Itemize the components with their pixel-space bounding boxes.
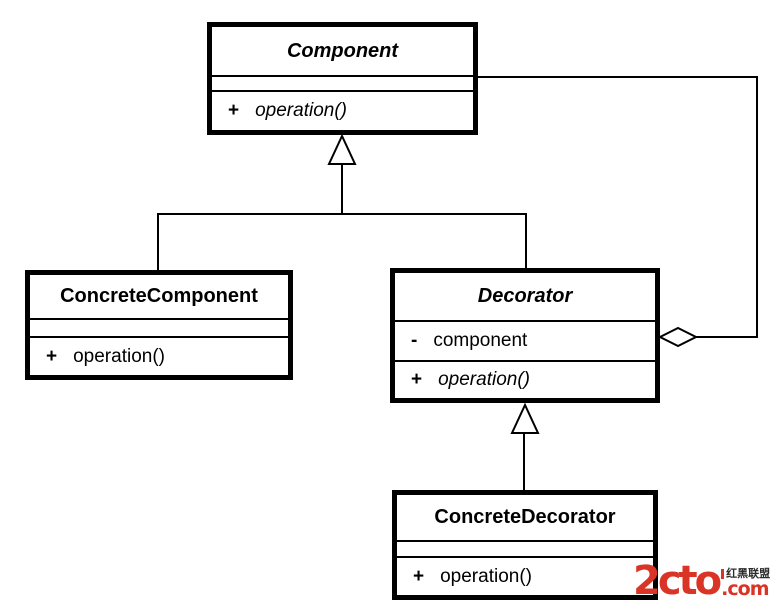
- aggregation-line-bottom: [694, 336, 758, 338]
- watermark: 2cto 红黑联盟 .com: [633, 558, 770, 604]
- visibility-marker: +: [413, 565, 425, 587]
- class-name-decorator: Decorator: [477, 285, 573, 307]
- class-name-concrete-component: ConcreteComponent: [60, 285, 258, 307]
- operation-label: operation(): [438, 369, 530, 390]
- operation-label: operation(): [73, 345, 165, 367]
- operation-row-decorator: + operation(): [395, 360, 655, 398]
- watermark-logo-text: 2cto: [633, 558, 722, 604]
- class-box-concrete-component: ConcreteComponent + operation(): [25, 270, 293, 380]
- class-box-decorator: Decorator - component + operation(): [390, 268, 660, 403]
- attributes-compartment-concrete-component: [30, 318, 288, 336]
- generalization-stem-decorator: [523, 431, 525, 490]
- generalization-stem-component: [341, 162, 343, 215]
- visibility-marker: +: [228, 100, 240, 121]
- operation-row-component: + operation(): [212, 90, 473, 130]
- visibility-marker: +: [46, 345, 58, 367]
- generalization-horizontal-line: [157, 213, 527, 215]
- generalization-drop-concretecomponent: [157, 214, 159, 270]
- class-box-component: Component + operation(): [207, 22, 478, 135]
- class-name-component: Component: [286, 39, 399, 62]
- attributes-compartment-component: [212, 75, 473, 90]
- attributes-compartment-concrete-decorator: [397, 540, 653, 556]
- operation-row-concrete-component: + operation(): [30, 336, 288, 375]
- generalization-drop-decorator: [525, 214, 527, 268]
- operation-label: operation(): [255, 100, 347, 121]
- class-box-concrete-decorator: ConcreteDecorator + operation(): [392, 490, 658, 600]
- watermark-tagline-text: 红黑联盟: [726, 568, 771, 580]
- aggregation-diamond-icon: [657, 326, 699, 348]
- visibility-marker: -: [411, 330, 418, 351]
- red-bar-icon: [721, 569, 725, 579]
- class-name-concrete-decorator: ConcreteDecorator: [434, 506, 616, 528]
- attribute-row-decorator: - component: [395, 320, 655, 360]
- aggregation-line-top: [478, 76, 758, 78]
- aggregation-line-right: [756, 76, 758, 338]
- operation-row-concrete-decorator: + operation(): [397, 556, 653, 595]
- visibility-marker: +: [411, 369, 423, 390]
- generalization-triangle-icon: [510, 402, 540, 435]
- generalization-triangle-icon: [327, 133, 357, 166]
- watermark-right-block: 红黑联盟 .com: [721, 568, 770, 600]
- operation-label: operation(): [440, 565, 532, 587]
- watermark-tagline: 红黑联盟: [721, 568, 770, 580]
- watermark-domain-suffix: .com: [721, 578, 769, 600]
- attribute-label: component: [433, 330, 528, 351]
